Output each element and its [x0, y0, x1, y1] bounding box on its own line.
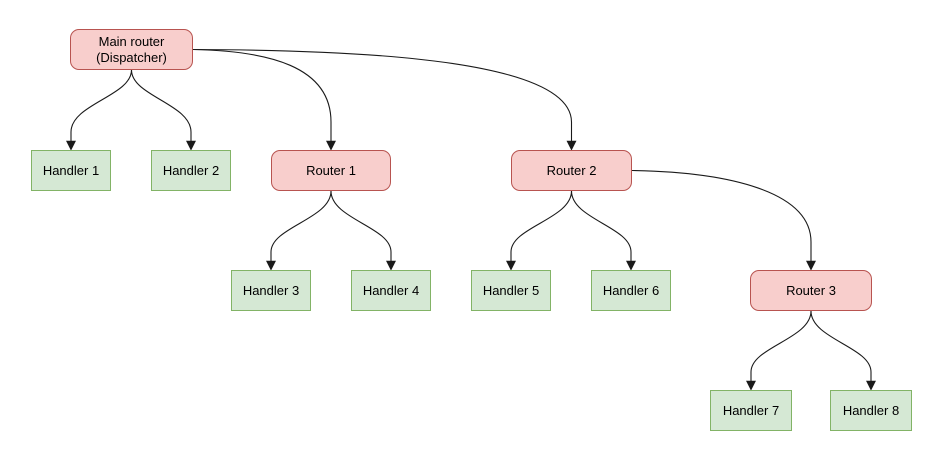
node-router-1[interactable]: Router 1	[271, 150, 391, 191]
node-handler-5[interactable]: Handler 5	[471, 270, 551, 311]
edge-line	[70, 69, 133, 143]
edge-line	[810, 310, 872, 383]
edge-line	[192, 48, 573, 143]
node-label: Router 2	[546, 162, 597, 178]
node-label: Handler 7	[722, 402, 780, 418]
edge-line	[130, 69, 192, 143]
node-label: Handler 4	[362, 282, 420, 298]
edge-main-h1	[66, 69, 133, 151]
node-label: Handler 3	[242, 282, 300, 298]
node-label: Router 3	[786, 282, 836, 298]
node-label: Handler 8	[842, 402, 900, 418]
arrowhead-icon	[506, 260, 516, 271]
node-handler-2[interactable]: Handler 2	[151, 150, 231, 191]
node-handler-4[interactable]: Handler 4	[351, 270, 431, 311]
arrowhead-icon	[186, 140, 196, 151]
edge-line	[270, 190, 332, 263]
edge-main-h2	[130, 69, 196, 151]
node-handler-3[interactable]: Handler 3	[231, 270, 311, 311]
arrowhead-icon	[266, 260, 276, 271]
arrowhead-icon	[566, 140, 577, 151]
arrowhead-icon	[386, 260, 396, 271]
node-label: Handler 5	[482, 282, 540, 298]
arrowhead-icon	[806, 260, 816, 271]
node-handler-8[interactable]: Handler 8	[830, 390, 912, 431]
edge-main-r1	[192, 48, 336, 151]
edge-r1-h3	[266, 190, 332, 271]
node-handler-1[interactable]: Handler 1	[31, 150, 111, 191]
node-router-3[interactable]: Router 3	[750, 270, 872, 311]
arrowhead-icon	[746, 380, 756, 391]
edge-line	[330, 190, 392, 263]
edge-line	[192, 48, 332, 143]
node-label: Handler 1	[42, 162, 100, 178]
edge-line	[570, 190, 632, 263]
arrowhead-icon	[626, 260, 636, 271]
node-handler-7[interactable]: Handler 7	[710, 390, 792, 431]
node-label: Router 1	[306, 162, 356, 178]
node-label: Handler 6	[602, 282, 660, 298]
edge-line	[510, 190, 573, 263]
node-label: Handler 2	[162, 162, 220, 178]
edge-line	[631, 169, 812, 263]
node-main-router[interactable]: Main router (Dispatcher)	[70, 29, 193, 70]
arrowhead-icon	[66, 140, 76, 151]
edge-r1-h4	[330, 190, 396, 271]
arrowhead-icon	[326, 140, 336, 151]
edge-r2-r3	[631, 169, 816, 271]
edge-r3-h7	[746, 310, 812, 391]
arrowhead-icon	[866, 380, 876, 391]
edge-r2-h5	[506, 190, 573, 271]
node-handler-6[interactable]: Handler 6	[591, 270, 671, 311]
node-label: Main router (Dispatcher)	[96, 33, 167, 65]
node-router-2[interactable]: Router 2	[511, 150, 632, 191]
edge-line	[750, 310, 812, 383]
edge-main-r2	[192, 48, 577, 151]
edge-r3-h8	[810, 310, 876, 391]
edge-r2-h6	[570, 190, 636, 271]
